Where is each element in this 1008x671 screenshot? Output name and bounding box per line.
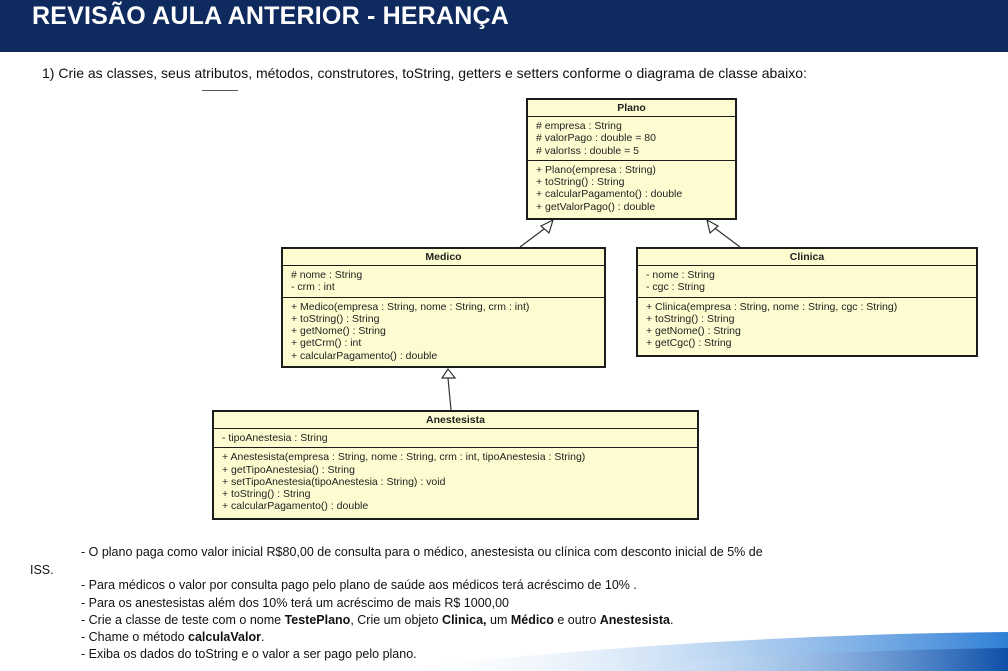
attributes-section: # empresa : String # valorPago : double … xyxy=(528,117,735,161)
method: + toString() : String xyxy=(291,312,380,325)
attributes-section: # nome : String - crm : int xyxy=(283,266,604,298)
methods-section: + Clinica(empresa : String, nome : Strin… xyxy=(638,298,976,353)
method: + Plano(empresa : String) xyxy=(536,163,656,176)
method: + toString() : String xyxy=(536,176,625,189)
method: + toString() : String xyxy=(646,312,735,325)
slide-header: REVISÃO AULA ANTERIOR - HERANÇA xyxy=(0,0,1008,52)
method: + Anestesista(empresa : String, nome : S… xyxy=(222,451,586,464)
method: + getNome() : String xyxy=(291,325,386,338)
medico-plano-arrowhead xyxy=(539,218,554,235)
anestesista-medico-link xyxy=(447,377,452,411)
method: + toString() : String xyxy=(222,488,311,501)
class-name: Clinica xyxy=(638,249,976,266)
attribute: # empresa : String xyxy=(536,120,622,132)
methods-section: + Anestesista(empresa : String, nome : S… xyxy=(214,448,697,515)
attribute: - tipoAnestesia : String xyxy=(222,432,328,444)
note-4-bold: TestePlano xyxy=(284,613,351,627)
note-5-text: . xyxy=(260,630,265,644)
method: + Medico(empresa : String, nome : String… xyxy=(291,300,530,313)
attributes-section: - nome : String - cgc : String xyxy=(638,266,976,298)
class-name: Anestesista xyxy=(214,412,697,429)
note-4-bold: Médico xyxy=(510,613,554,627)
method: + calcularPagamento() : double xyxy=(222,500,369,513)
class-clinica: Clinica - nome : String - cgc : String +… xyxy=(636,247,978,357)
attribute: # valorIss : double = 5 xyxy=(536,144,640,157)
decorative-wave xyxy=(380,632,1008,671)
note-4-text: - Crie a classe de teste com o nome xyxy=(81,613,285,627)
divider xyxy=(202,90,238,91)
method: + getValorPago() : double xyxy=(536,200,656,213)
class-name: Medico xyxy=(283,249,604,266)
note-6: - Exiba os dados do toString e o valor a… xyxy=(81,647,417,661)
attribute: # nome : String xyxy=(291,269,363,281)
method: + getCgc() : String xyxy=(646,337,732,350)
method: + setTipoAnestesia(tipoAnestesia : Strin… xyxy=(222,475,446,488)
instruction-text: 1) Crie as classes, seus atributos, méto… xyxy=(42,65,807,81)
medico-plano-link xyxy=(519,225,549,248)
clinica-plano-link xyxy=(711,225,741,248)
method: + getCrm() : int xyxy=(291,337,362,350)
anestesista-medico-arrowhead xyxy=(440,367,457,379)
note-4-text: . xyxy=(669,613,674,627)
method: + getNome() : String xyxy=(646,325,741,338)
note-4-text: um xyxy=(486,613,511,627)
attributes-section: - tipoAnestesia : String xyxy=(214,429,697,449)
note-5-bold: calculaValor xyxy=(188,630,261,644)
method: + calcularPagamento() : double xyxy=(536,188,683,201)
method: + calcularPagamento() : double xyxy=(291,349,438,362)
note-4-bold: Anestesista xyxy=(599,613,670,627)
method: + Clinica(empresa : String, nome : Strin… xyxy=(646,300,898,313)
clinica-plano-arrowhead xyxy=(706,218,720,235)
class-name: Plano xyxy=(528,100,735,117)
class-plano: Plano # empresa : String # valorPago : d… xyxy=(526,98,737,220)
note-4-text: e outro xyxy=(553,613,600,627)
note-4-bold: Clinica, xyxy=(442,613,487,627)
class-anestesista: Anestesista - tipoAnestesia : String + A… xyxy=(212,410,699,520)
methods-section: + Plano(empresa : String) + toString() :… xyxy=(528,161,735,216)
note-4: - Crie a classe de teste com o nome Test… xyxy=(81,613,673,627)
note-1: - O plano paga como valor inicial R$80,0… xyxy=(81,545,763,559)
note-4-text: , Crie um objeto xyxy=(350,613,443,627)
note-3: - Para os anestesistas além dos 10% terá… xyxy=(81,596,509,610)
attribute: - crm : int xyxy=(291,281,335,294)
note-2: - Para médicos o valor por consulta pago… xyxy=(81,578,637,592)
note-5-text: - Chame o método xyxy=(81,630,188,644)
slide-title: REVISÃO AULA ANTERIOR - HERANÇA xyxy=(32,2,510,30)
note-5: - Chame o método calculaValor. xyxy=(81,630,264,644)
attribute: - nome : String xyxy=(646,269,715,281)
attribute: # valorPago : double = 80 xyxy=(536,132,656,145)
method: + getTipoAnestesia() : String xyxy=(222,463,355,476)
class-medico: Medico # nome : String - crm : int + Med… xyxy=(281,247,606,368)
note-1-continued: ISS. xyxy=(30,563,54,577)
attribute: - cgc : String xyxy=(646,281,705,294)
methods-section: + Medico(empresa : String, nome : String… xyxy=(283,298,604,365)
